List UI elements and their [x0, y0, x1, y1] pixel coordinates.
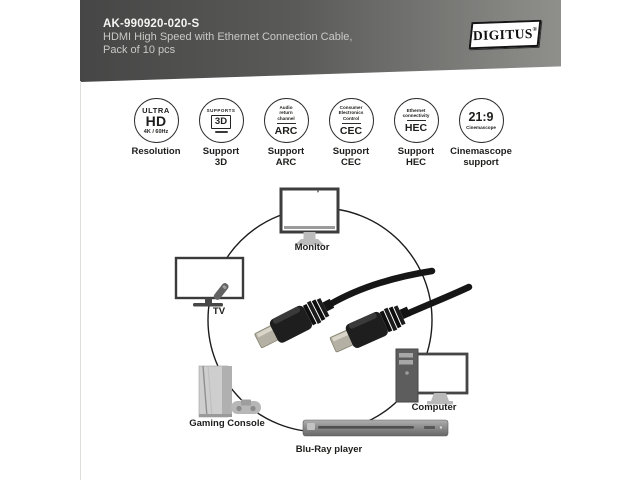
ultra-hd-icon: ULTRA HD 4K / 60Hz [133, 98, 179, 143]
header-text: AK-990920-020-S HDMI High Speed with Eth… [103, 17, 352, 57]
product-description-line1: HDMI High Speed with Ethernet Connection… [103, 31, 353, 43]
label-bluray: Blu-Ray player [295, 444, 363, 455]
hdmi-cable-image [254, 267, 473, 353]
page-edge-line [80, 81, 81, 480]
monitor-icon [279, 187, 340, 245]
label-tv: TV [212, 306, 226, 317]
gamepad-icon [231, 399, 261, 414]
hec-icon: Ethernet connectivity HEC [393, 98, 439, 143]
3d-icon: SUPPORTS 3D [198, 98, 244, 143]
header-band: AK-990920-020-S HDMI High Speed with Eth… [80, 0, 561, 82]
badge-resolution: ULTRA HD 4K / 60Hz Resolution [121, 98, 191, 158]
label-monitor: Monitor [294, 242, 330, 253]
label-computer: Computer [411, 402, 457, 413]
product-code: AK-990920-020-S [103, 18, 200, 30]
remote-icon [213, 283, 229, 300]
cec-icon: Consumer Electronics Control CEC [328, 98, 374, 143]
badge-support-cec: Consumer Electronics Control CEC Support… [316, 98, 386, 168]
hdmi-plug-left [254, 298, 335, 349]
computer-icon [395, 348, 469, 405]
bluray-player-icon [302, 419, 449, 437]
gaming-console-icon [198, 365, 261, 418]
arc-icon: Audio return channel ARC [263, 98, 309, 143]
badge-label: Resolution [131, 146, 181, 157]
cinemascope-icon: 21:9 Cinemascope [458, 98, 504, 143]
label-gaming-console: Gaming Console [189, 418, 265, 429]
tv-icon [174, 256, 245, 307]
product-description-line2: Pack of 10 pcs [103, 44, 176, 56]
hdmi-plug-right [329, 305, 411, 353]
